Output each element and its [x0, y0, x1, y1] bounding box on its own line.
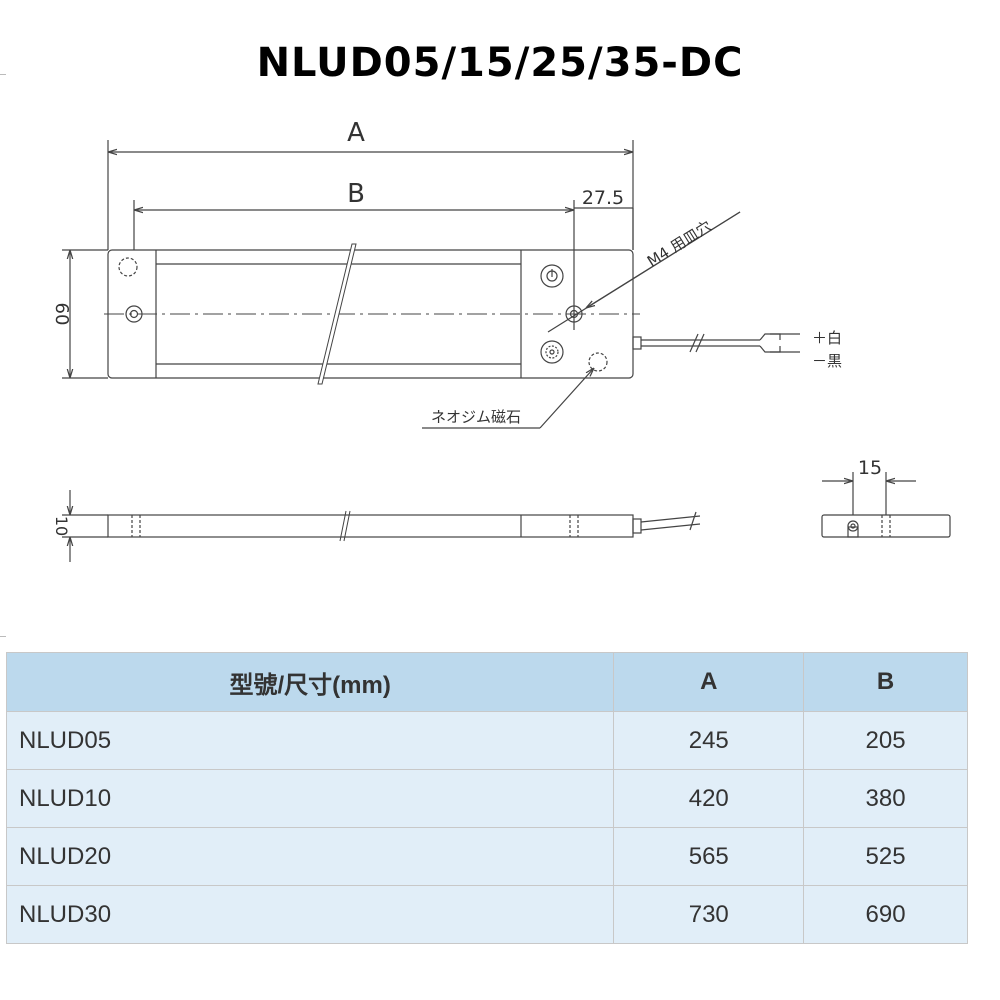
end-view	[821, 514, 951, 538]
dimension-b	[133, 200, 575, 330]
dimmer-knob-icon	[540, 340, 564, 364]
cell-b: 690	[803, 885, 968, 944]
cable-plus-label: ＋白	[812, 329, 842, 347]
cell-a: 245	[613, 711, 805, 770]
power-button-icon	[540, 264, 564, 288]
dim-b-label: B	[347, 179, 365, 209]
m4-label: M4 用皿穴	[644, 217, 715, 271]
cell-b: 525	[803, 827, 968, 886]
margin-tick-bottom	[0, 636, 6, 637]
table-header-row: 型號/尺寸(mm) A B	[5, 652, 968, 712]
dimension-10	[62, 490, 108, 562]
dimension-15	[822, 472, 916, 515]
cell-a: 420	[613, 769, 805, 828]
cable-minus-label: －黒	[812, 352, 842, 370]
dim-60-label: 60	[51, 303, 72, 326]
side-view	[107, 510, 701, 542]
header-model-size: 型號/尺寸(mm)	[5, 652, 615, 712]
dimension-a	[107, 140, 634, 250]
cell-a: 730	[613, 885, 805, 944]
break-marks	[317, 243, 357, 385]
dimension-table: 型號/尺寸(mm) A B NLUD05 245 205 NLUD10 420 …	[5, 652, 968, 944]
dim-15-label: 15	[858, 457, 882, 479]
dimension-27-5	[574, 207, 634, 250]
dim-a-label: A	[347, 118, 365, 148]
power-cable	[632, 333, 800, 353]
table-row: NLUD30 730 690	[5, 885, 968, 944]
magnet-leader	[422, 368, 594, 429]
dim-27-5-label: 27.5	[582, 187, 624, 209]
magnet-label: ネオジム磁石	[431, 408, 521, 426]
cell-model: NLUD05	[5, 711, 615, 770]
magnet-right	[588, 352, 608, 372]
page-title: NLUD05/15/25/35-DC	[256, 40, 744, 86]
cell-model: NLUD20	[5, 827, 615, 886]
cell-a: 565	[613, 827, 805, 886]
technical-drawing: A B 27.5 60 10 15 M4 用皿穴 ネオジム磁石 ＋白 －黒	[51, 118, 951, 562]
screw-hole-left	[125, 305, 143, 323]
table-row: NLUD20 565 525	[5, 827, 968, 886]
top-view	[104, 243, 800, 385]
cell-model: NLUD10	[5, 769, 615, 828]
cell-b: 205	[803, 711, 968, 770]
margin-tick-top	[0, 74, 6, 75]
table-row: NLUD10 420 380	[5, 769, 968, 828]
header-a: A	[613, 652, 805, 712]
m4-leader	[547, 211, 741, 333]
cell-b: 380	[803, 769, 968, 828]
header-b: B	[803, 652, 968, 712]
dim-10-label: 10	[52, 516, 71, 536]
cell-model: NLUD30	[5, 885, 615, 944]
table-row: NLUD05 245 205	[5, 711, 968, 770]
magnet-left	[118, 257, 138, 277]
dimension-60	[62, 249, 108, 379]
